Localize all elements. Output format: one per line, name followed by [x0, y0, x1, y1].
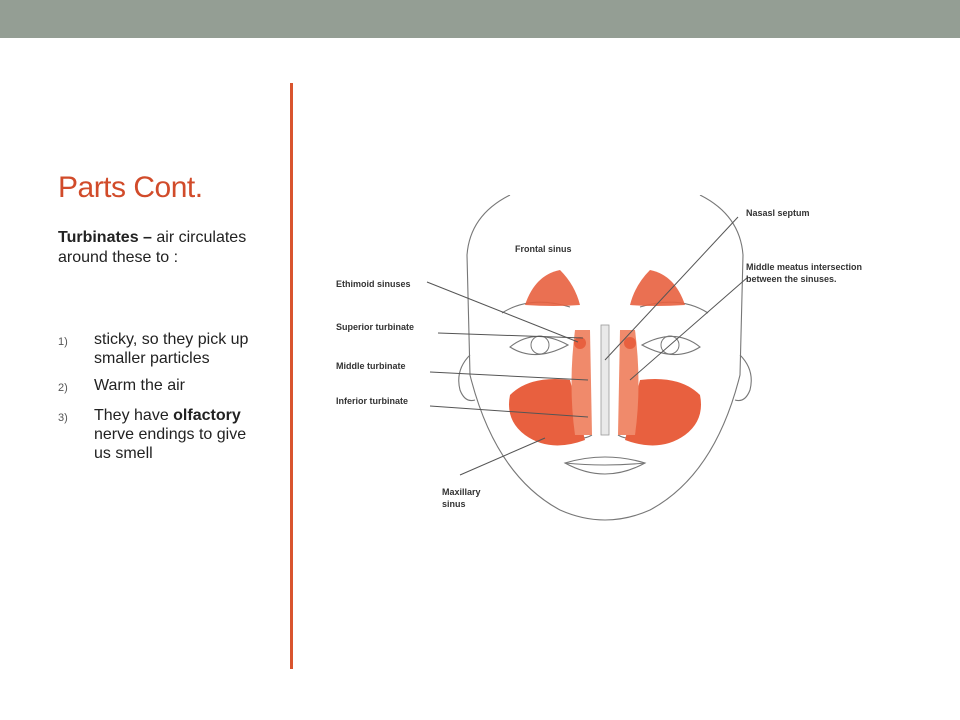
jaw-outline — [466, 254, 744, 521]
list-number: 2) — [58, 382, 68, 394]
maxillary-sinus-left — [509, 379, 585, 446]
head-right-contour — [699, 195, 744, 256]
middle-turbinate-leader — [429, 371, 589, 381]
face-outline — [458, 195, 752, 521]
frontal-sinus-right — [630, 270, 685, 306]
list-text: They have olfactory nerve endings to giv… — [94, 406, 263, 463]
intro-bold: Turbinates – — [58, 229, 152, 246]
intro-text: Turbinates – air circulates around these… — [58, 228, 263, 268]
maxillary-sinus-right — [625, 379, 701, 446]
label-middle-meatus-1: Middle meatus intersection — [746, 262, 862, 272]
ethmoid-sinus-right — [624, 337, 636, 349]
superior-turbinate-leader — [437, 332, 584, 339]
left-iris — [530, 335, 550, 355]
list-text-post: nerve endings to give us smell — [94, 426, 247, 462]
head-left-contour — [466, 195, 511, 256]
left-ear — [458, 354, 476, 402]
left-eye — [509, 335, 570, 356]
list-number: 3) — [58, 412, 68, 424]
label-ethmoid-sinuses: Ethimoid sinuses — [336, 279, 411, 289]
list-item: 3) They have olfactory nerve endings to … — [58, 406, 263, 463]
slide-title: Parts Cont. — [58, 171, 203, 204]
list-text: Warm the air — [94, 377, 185, 394]
nasal-septum-shape — [600, 324, 610, 436]
label-middle-meatus-2: between the sinuses. — [746, 274, 837, 284]
list-number: 1) — [58, 336, 68, 348]
nasal-cavity-right — [618, 330, 639, 435]
right-eye — [640, 335, 701, 356]
ethmoid-sinus-left — [574, 337, 586, 349]
list-item: 1) sticky, so they pick up smaller parti… — [58, 330, 263, 368]
sinus-diagram: Frontal sinus Ethimoid sinuses Superior … — [336, 195, 862, 521]
label-frontal-sinus: Frontal sinus — [515, 244, 572, 254]
right-ear — [734, 354, 752, 402]
septum-leader — [604, 216, 739, 361]
list-item: 2) Warm the air — [58, 376, 263, 398]
sinus-regions — [509, 270, 701, 446]
turbinate-list: 1) sticky, so they pick up smaller parti… — [58, 330, 263, 471]
label-nasal-septum: Nasasl septum — [746, 208, 810, 218]
leader-lines — [426, 216, 749, 476]
intro-rest: air circulates around these to : — [58, 229, 247, 266]
label-superior-turbinate: Superior turbinate — [336, 322, 414, 332]
list-text-pre: They have — [94, 407, 174, 424]
vertical-divider — [290, 83, 293, 669]
ethmoid-leader — [426, 281, 579, 343]
top-banner — [0, 0, 960, 38]
maxillary-leader — [459, 437, 546, 476]
label-maxillary-1: Maxillary — [442, 487, 481, 497]
olfactory-bold: olfactory — [173, 407, 241, 424]
mouth-line — [564, 462, 646, 466]
meatus-leader — [629, 276, 749, 381]
inferior-turbinate-leader — [429, 405, 589, 418]
label-maxillary-2: sinus — [442, 499, 466, 509]
nasal-cavity-left — [571, 330, 592, 435]
frontal-sinus-left — [525, 270, 580, 306]
list-text: sticky, so they pick up smaller particle… — [94, 331, 249, 367]
label-middle-turbinate: Middle turbinate — [336, 361, 406, 371]
right-iris — [660, 335, 680, 355]
label-inferior-turbinate: Inferior turbinate — [336, 396, 408, 406]
